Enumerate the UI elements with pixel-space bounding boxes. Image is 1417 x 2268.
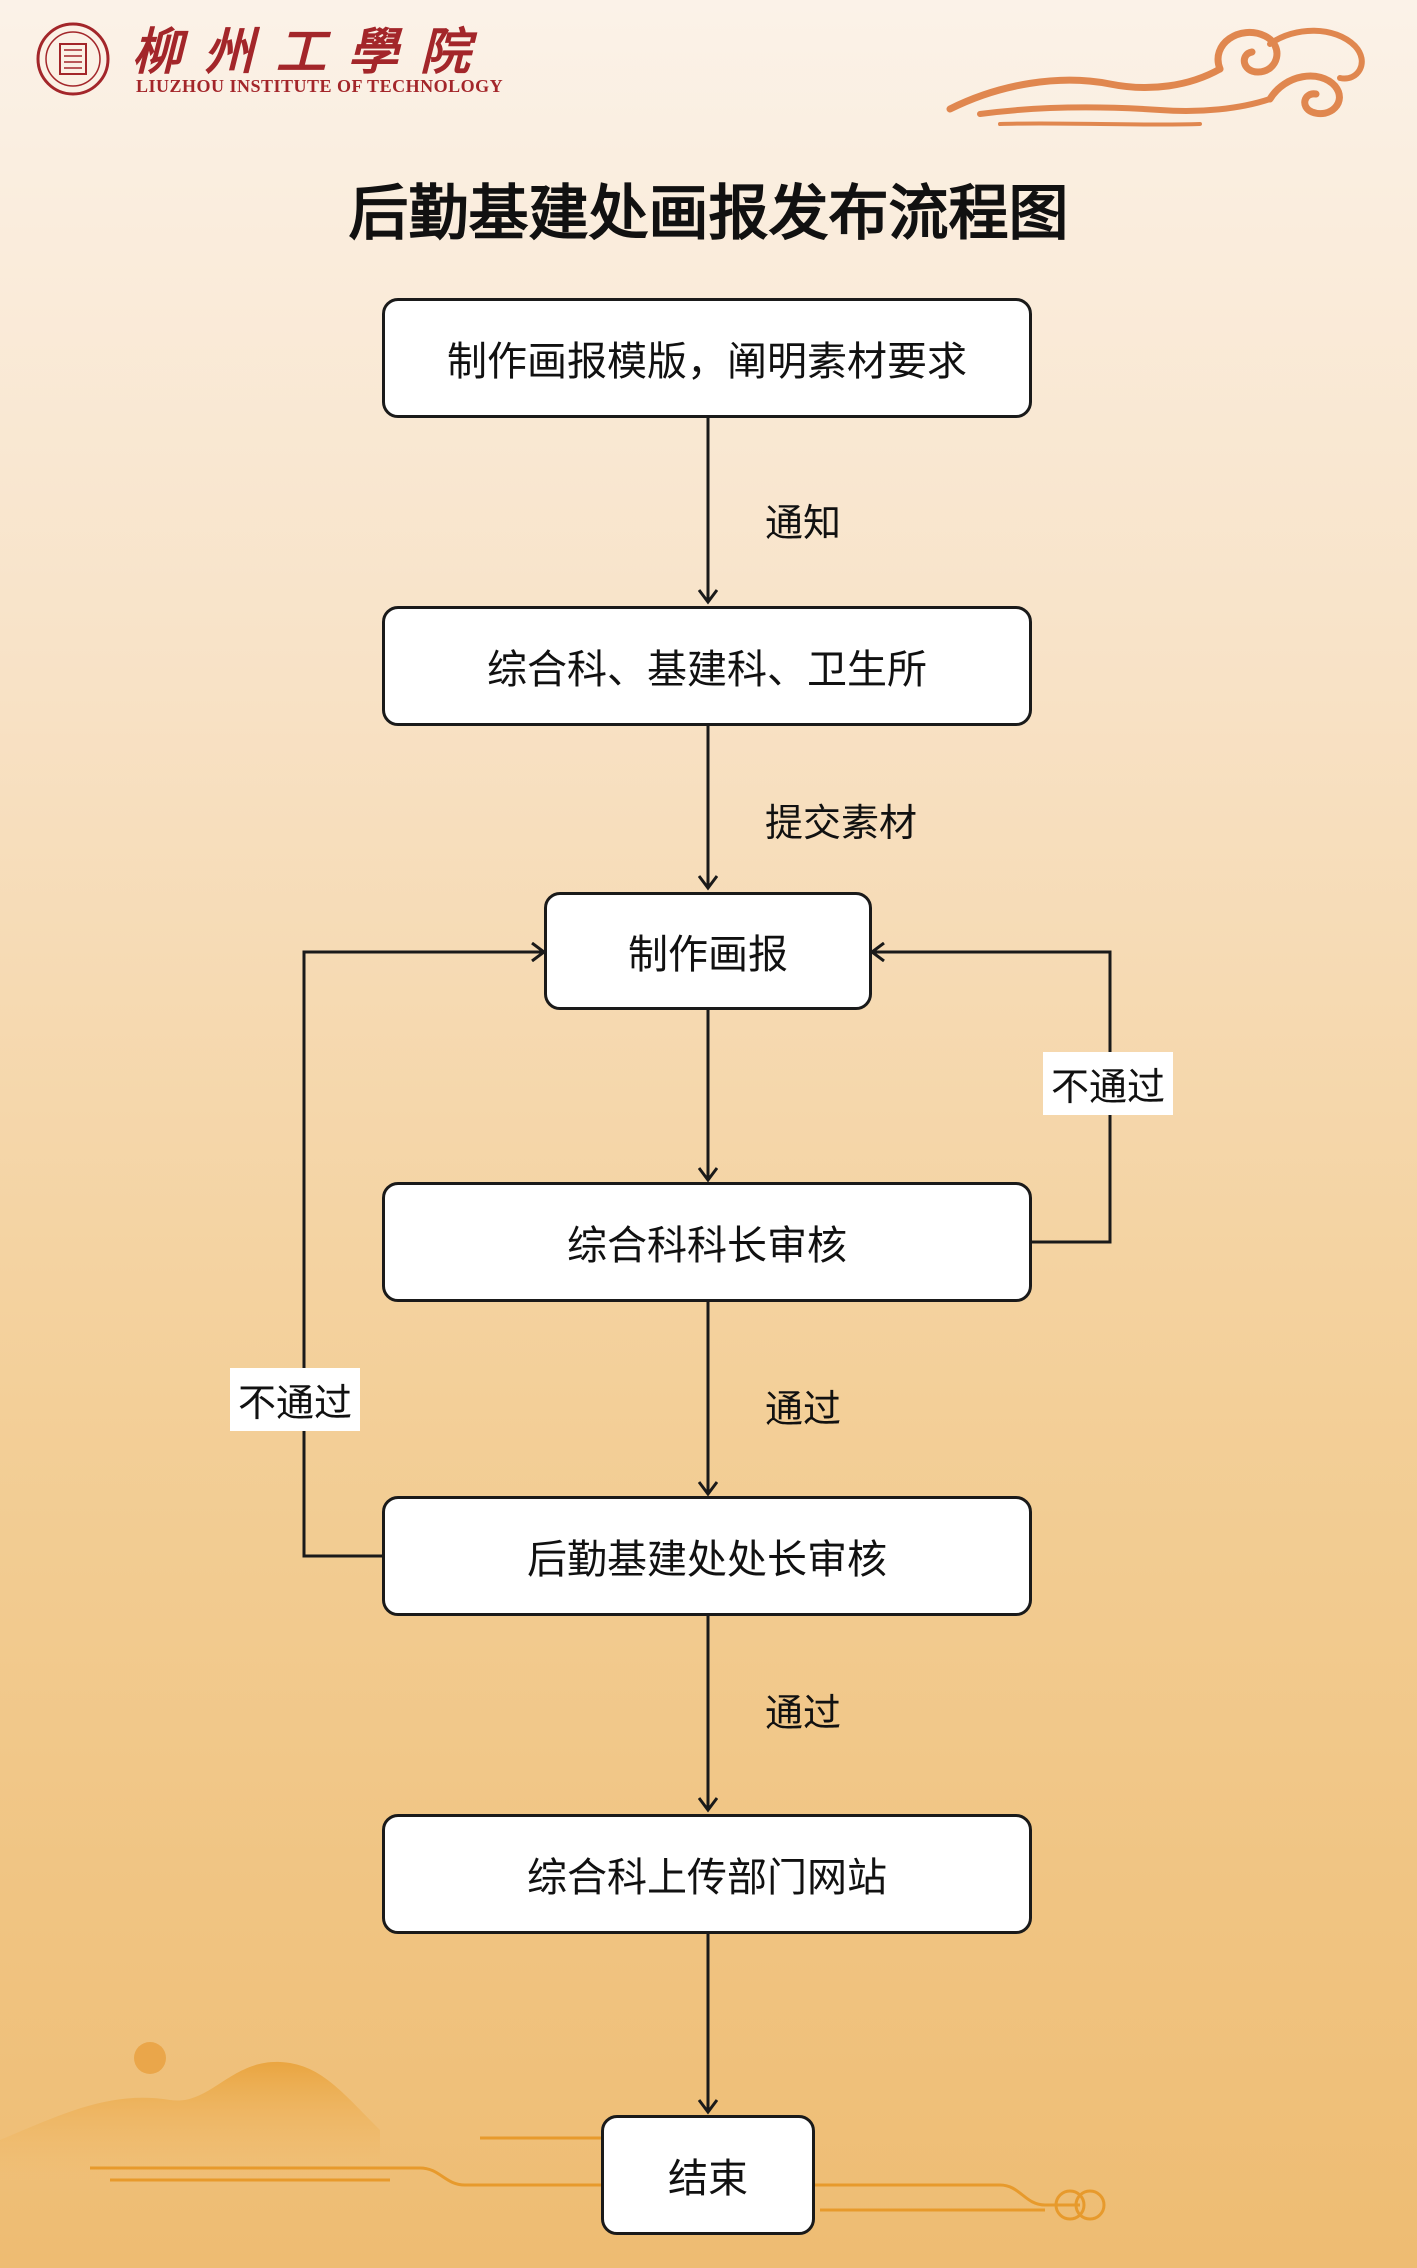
auspicious-cloud-icon [946,27,1365,127]
arrow-reject-left [302,952,544,1558]
node-section-chief-review: 综合科科长审核 [382,1182,1032,1302]
node-upload-website: 综合科上传部门网站 [382,1814,1032,1934]
school-name-en: LIUZHOU INSTITUTE OF TECHNOLOGY [136,76,504,96]
node-end: 结束 [601,2115,815,2235]
node-make-poster: 制作画报 [544,892,872,1010]
edge-label-submit: 提交素材 [765,801,918,845]
edge-label-notify: 通知 [765,501,842,545]
node-departments: 综合科、基建科、卫生所 [382,606,1032,726]
node-make-template: 制作画报模版，阐明素材要求 [382,298,1032,418]
edge-label-pass-1: 通过 [765,1387,842,1431]
page-title: 后勤基建处画报发布流程图 [348,179,1069,249]
node-director-review: 后勤基建处处长审核 [382,1496,1032,1616]
landscape-decoration [0,2042,1106,2221]
edge-label-reject-left: 不通过 [230,1368,361,1431]
edge-label-pass-2: 通过 [765,1691,842,1735]
school-seal-icon [36,22,110,96]
school-name-cn: 柳州工學院 [132,22,492,81]
edge-label-reject-right: 不通过 [1043,1052,1174,1115]
